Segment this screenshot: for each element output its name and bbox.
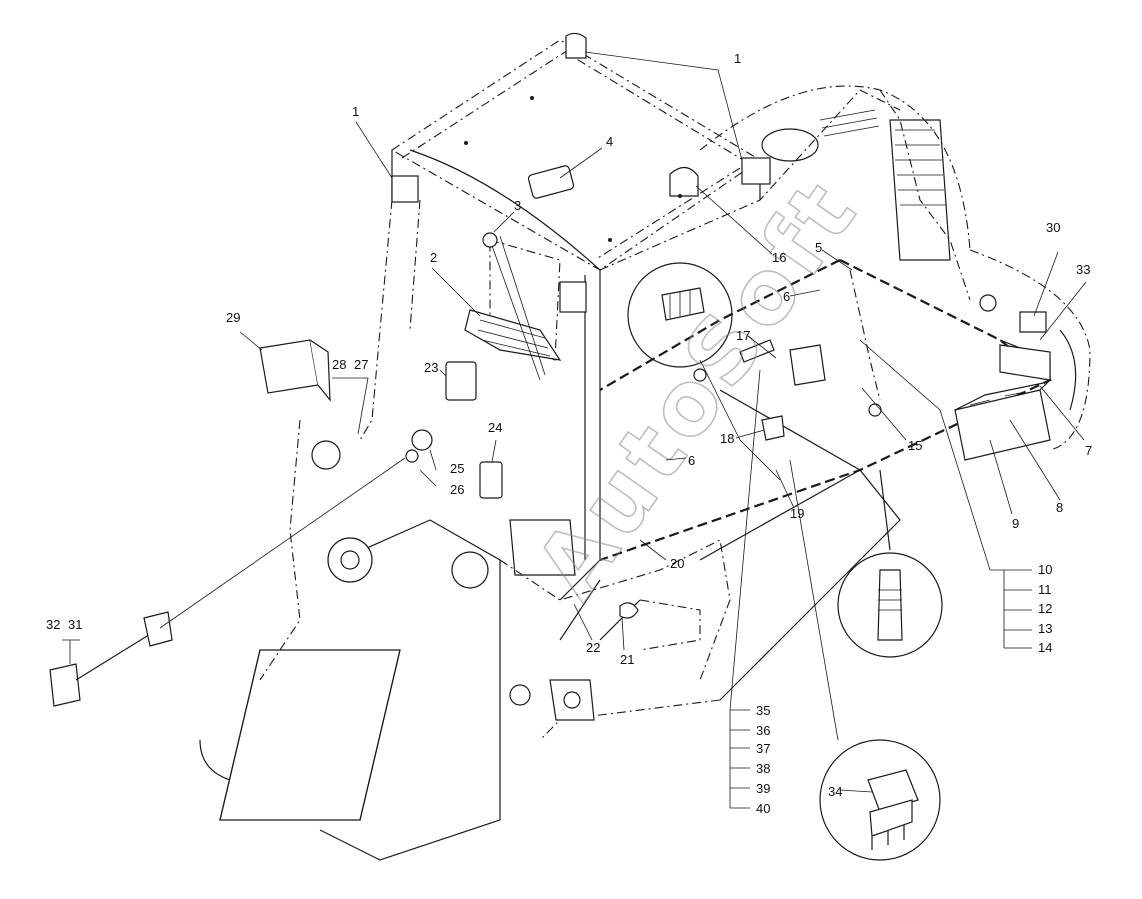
battery [954,389,1051,461]
callout-13: 13 [1038,621,1052,636]
work-light-rear [565,32,587,59]
o-ring-21 [619,602,639,619]
callout-4: 4 [606,134,613,149]
callout-6a: 6 [783,289,790,304]
callout-24: 24 [488,420,502,435]
watermark: AutoSoft [516,159,879,616]
horn [979,294,997,312]
dashboard-panel [464,309,562,361]
callout-5: 5 [815,240,822,255]
callout-22: 22 [586,640,600,655]
callout-38: 38 [756,761,770,776]
callout-29: 29 [226,310,240,325]
grommet-25 [411,429,433,451]
control-box-29 [259,339,319,394]
relay-box-23 [445,361,477,401]
front-lamp-housing [509,519,576,576]
callout-37: 37 [756,741,770,756]
callout-3: 3 [514,198,521,213]
callout-15: 15 [908,438,922,453]
callout-19: 19 [790,506,804,521]
wiper-motor [482,232,498,248]
switch-24 [479,461,503,499]
callout-16: 16 [772,250,786,265]
sensor-32 [143,611,173,647]
arm-pivot-right [451,551,489,589]
callout-9: 9 [1012,516,1019,531]
detail-circle-sensor [837,469,943,658]
plug-16 [693,368,707,382]
leader-lines [62,51,1087,809]
callout-6b: 6 [688,453,695,468]
connector-17 [789,344,826,386]
callout-1b: 1 [734,51,741,66]
interior-lamp [527,165,575,199]
loose-parts [49,339,826,707]
callout-34: 34 [828,784,842,799]
callout-12: 12 [1038,601,1052,616]
engine-hood [699,85,1091,451]
callout-21: 21 [620,652,634,667]
callout-25: 25 [450,461,464,476]
cab-frame [359,89,901,601]
callout-7: 7 [1085,443,1092,458]
callout-39: 39 [756,781,770,796]
pin-boss [509,684,531,706]
work-light-right-front [741,157,771,185]
callout-27: 27 [354,357,368,372]
callout-26: 26 [450,482,464,497]
callout-1a: 1 [352,104,359,119]
cab-roof [390,32,771,271]
callout-23: 23 [424,360,438,375]
tail-lamp [1019,311,1047,333]
ground-stud [868,403,882,417]
callout-labels: 1 1 2 3 4 5 6 6 7 8 9 10 11 12 13 14 15 … [46,51,1092,816]
callout-31: 31 [68,617,82,632]
callout-30: 30 [1046,220,1060,235]
work-light-cab-right [559,281,587,313]
detail-circle-relay [789,459,941,861]
rear-frame [539,259,1053,741]
work-light-left-front [391,175,419,203]
callout-18: 18 [720,431,734,446]
roof-beacon [669,166,699,197]
detail-circle-connector [627,262,781,481]
connector-31 [49,663,81,707]
callout-2: 2 [430,250,437,265]
callout-32: 32 [46,617,60,632]
callout-36: 36 [756,723,770,738]
callout-28: 28 [332,357,346,372]
front-frame [199,419,731,861]
callout-8: 8 [1056,500,1063,515]
callout-10: 10 [1038,562,1052,577]
callout-14: 14 [1038,640,1052,655]
fuse-18 [761,415,785,441]
battery-switch-box [999,344,1051,381]
upper-pivot [311,440,341,470]
callout-35: 35 [756,703,770,718]
callout-17: 17 [736,328,750,343]
callout-33: 33 [1076,262,1090,277]
callout-40: 40 [756,801,770,816]
callout-11: 11 [1038,582,1052,597]
callout-20: 20 [670,556,684,571]
